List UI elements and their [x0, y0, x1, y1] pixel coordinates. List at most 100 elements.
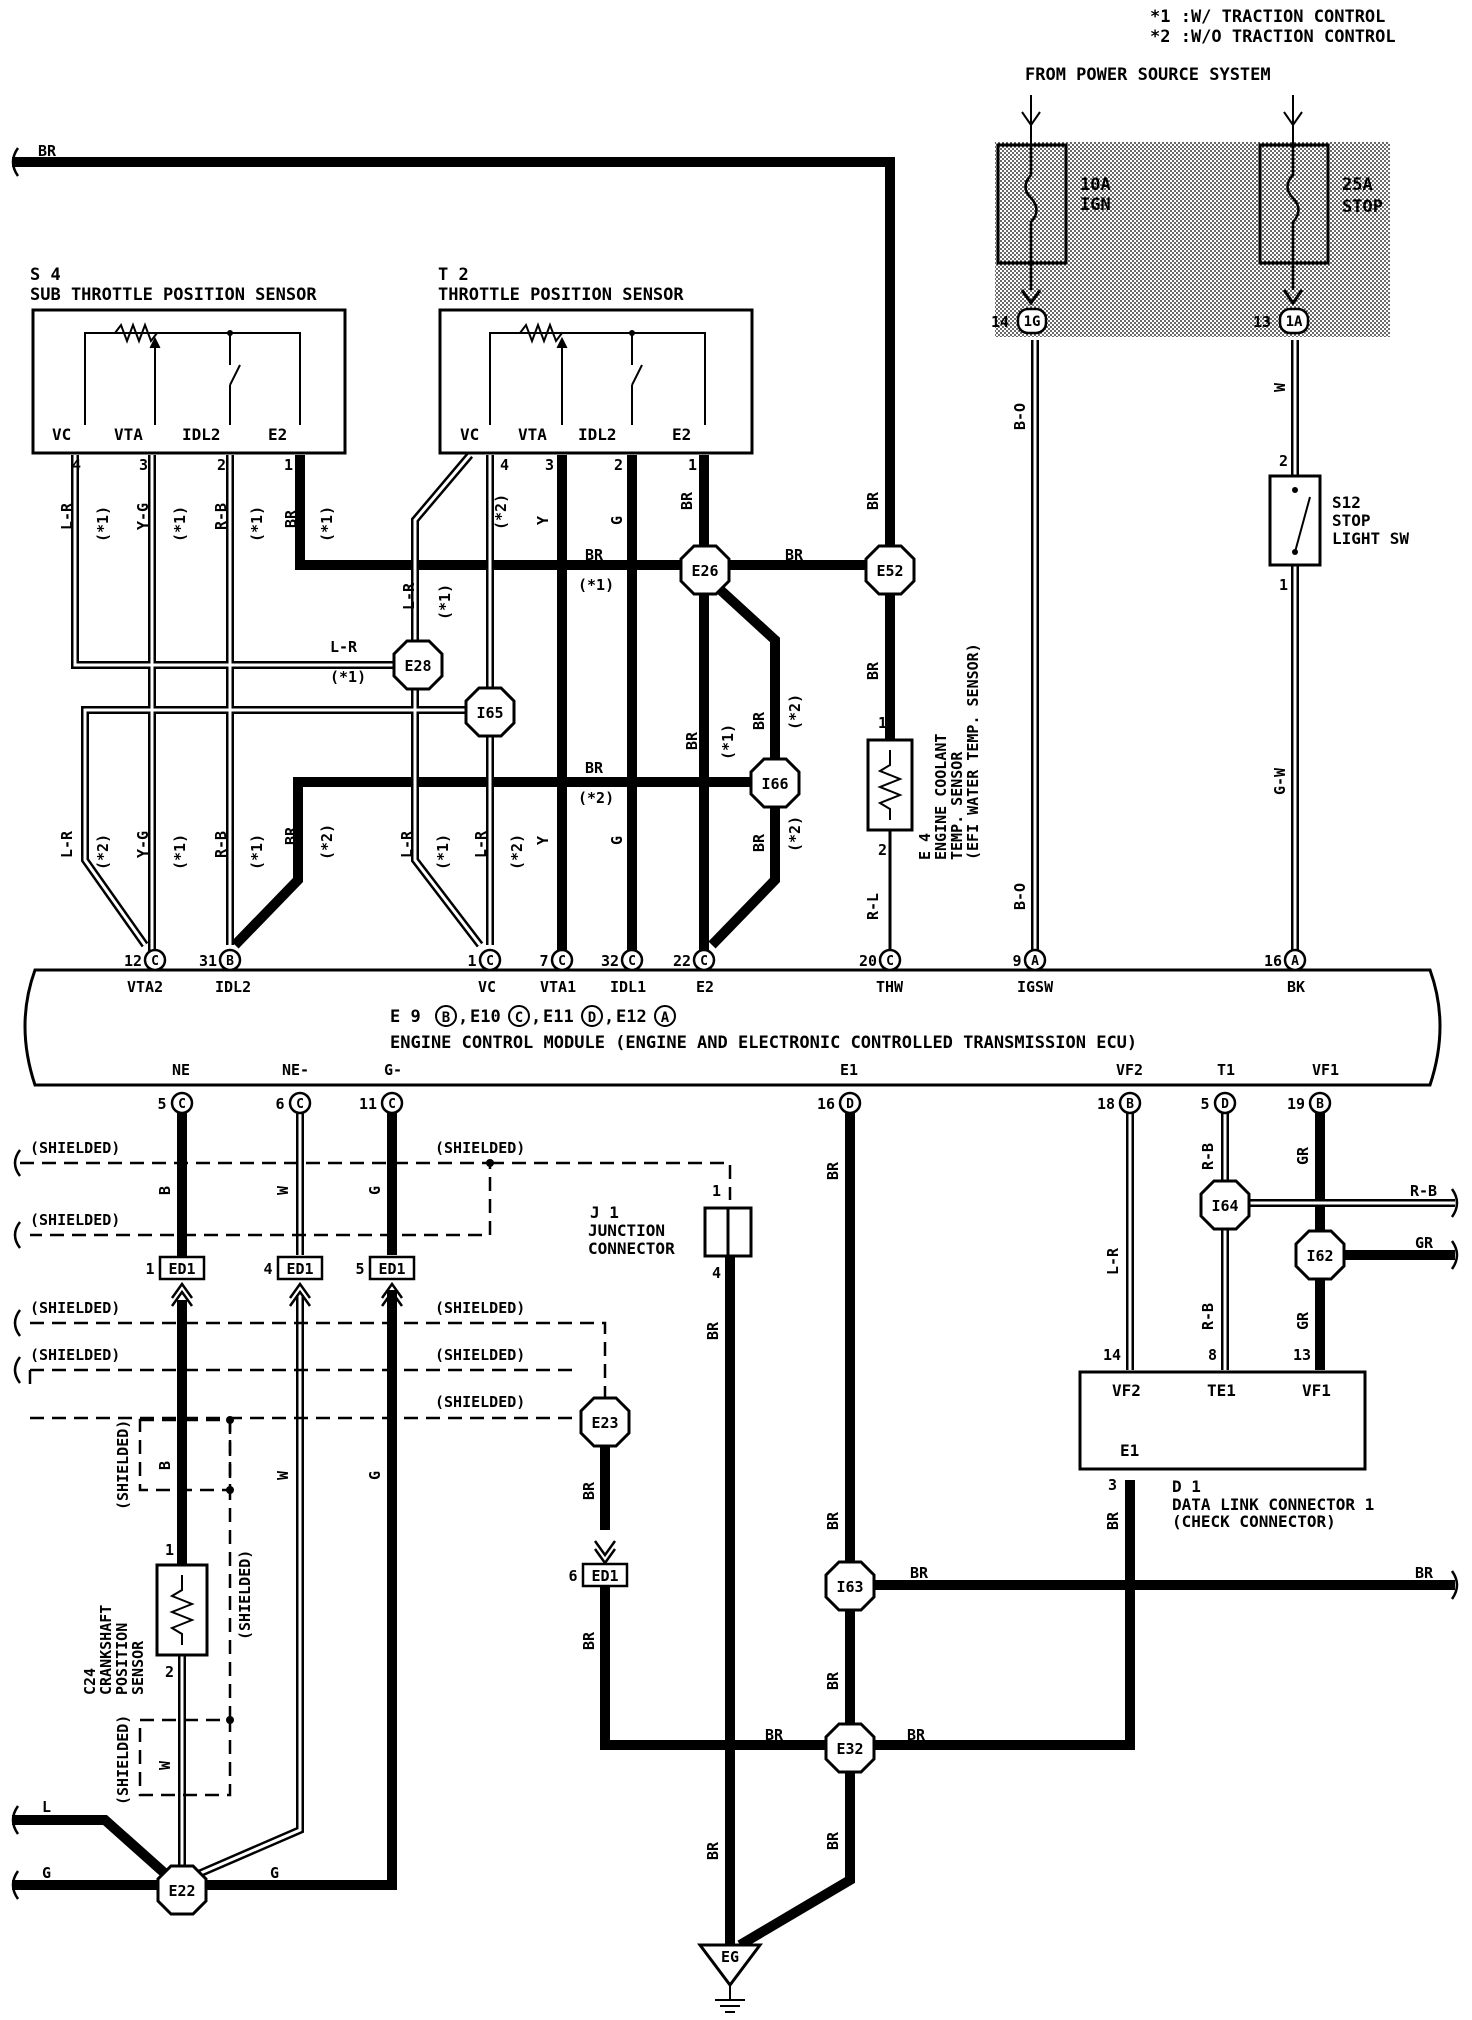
ecm-pin-label: THW [876, 978, 904, 996]
d1-line1: DATA LINK CONNECTOR 1 [1172, 1495, 1374, 1514]
ecm-conn-e12: E12 [616, 1007, 647, 1027]
wire-variant-label: (*1) [171, 834, 189, 870]
junction-label: I65 [476, 704, 503, 722]
wire-label: BR [1415, 1564, 1434, 1582]
wire-label: G [366, 1186, 384, 1195]
wire-label: BR [683, 731, 701, 750]
ecm-pin-code: C [151, 954, 159, 969]
d1-pin-num: 14 [1103, 1346, 1121, 1364]
connector-ed1-pin1: ED1 1 [145, 1255, 206, 1307]
wire-variant-label: (*1) [248, 834, 266, 870]
d1-pin-label: VF2 [1112, 1381, 1141, 1400]
s4-name: SUB THROTTLE POSITION SENSOR [30, 285, 317, 305]
wire-label: Y [534, 836, 552, 845]
ecm-pin-code: C [178, 1097, 186, 1112]
d1-pin-num: 8 [1208, 1346, 1217, 1364]
ed1-code: ED1 [591, 1567, 618, 1585]
connector-1g-pin: 14 [991, 313, 1009, 331]
ecm-pin-label: VF1 [1312, 1061, 1339, 1079]
e4-line3: (EFI WATER TEMP. SENSOR) [964, 643, 982, 860]
connector-1a-code: 1A [1286, 314, 1303, 330]
t2-name: THROTTLE POSITION SENSOR [438, 285, 684, 305]
t2-pin-num: 1 [688, 456, 697, 474]
switch-icon [631, 364, 643, 386]
wire-labels: BR BR BR BR L-R R-B GR BR BR BR BR L G G… [38, 142, 1437, 1882]
ecm-pin-code: B [1316, 1097, 1324, 1112]
ecm-pin-vf1: VF1 B 19 [1287, 1061, 1339, 1115]
wire-label: BR [1104, 1511, 1122, 1530]
wire-label: L-R [58, 830, 76, 858]
wire-label: GR [1294, 1146, 1312, 1165]
j1-code: J 1 [590, 1203, 619, 1222]
d1-code: D 1 [1172, 1477, 1201, 1496]
s4-pin-e2: E2 [268, 425, 287, 444]
ecm-pin-num: 16 [1264, 952, 1282, 970]
connector-ed1-pin4: ED1 4 [263, 1255, 324, 1307]
junction-i66: I66 [749, 757, 801, 809]
e4-pin2: 2 [878, 841, 887, 859]
sensor-t2: T 2 THROTTLE POSITION SENSOR VC VTA IDL2… [438, 265, 754, 474]
ecm-conn-sep: , [604, 1007, 614, 1027]
wire-label: W [156, 1760, 174, 1770]
wire-label: G [42, 1864, 51, 1882]
ecm-pin-code: C [558, 954, 566, 969]
ecm-pin-label: VTA1 [540, 978, 576, 996]
wire-variant-label: (*1) [171, 506, 189, 542]
t2-pin-e2: E2 [672, 425, 691, 444]
notes-legend: *1 :W/ TRACTION CONTROL *2 :W/O TRACTION… [1150, 7, 1396, 47]
chevron-up-icon [288, 1281, 312, 1299]
ecm-pin-e1: E1 D 16 [817, 1061, 862, 1115]
ecm-bottom-pins: NE C 5 NE- C 6 G- C 11 E1 D 16 [157, 1061, 1339, 1115]
ed1-code: ED1 [286, 1260, 313, 1278]
junction-label: E26 [691, 562, 718, 580]
ecm-pin-label: IDL1 [610, 978, 646, 996]
wire-br-top [12, 157, 895, 555]
ecm-pin-thw: C 20 THW [859, 948, 904, 996]
wire-label: BR [704, 1321, 722, 1340]
data-link-connector-d1: 14 8 13 VF2 TE1 VF1 E1 3 D 1 DATA LINK C… [1078, 1346, 1374, 1531]
ecm-pin-code: C [296, 1097, 304, 1112]
ecm-pin-code: B [1126, 1097, 1134, 1112]
ecm-pin-code: D [1221, 1097, 1229, 1112]
wire-label: G [608, 516, 626, 525]
j1-line1: JUNCTION [588, 1221, 665, 1240]
wire-label: BR [585, 759, 604, 777]
wire-br-i66-e2 [708, 805, 780, 949]
ecm-conn-e12-code: A [661, 1010, 670, 1026]
wire-br-e32-ed1 [600, 1580, 830, 1750]
ecm-pin-num: 5 [157, 1095, 166, 1113]
junction-label: I64 [1211, 1197, 1238, 1215]
junction-e26: E26 [679, 544, 731, 596]
ecm-pin-num: 16 [817, 1095, 835, 1113]
ecm-pin-bk: A 16 BK [1264, 948, 1307, 996]
t2-pin-vta: VTA [518, 425, 547, 444]
fuse-icon [1024, 145, 1038, 290]
shielded-label: (SHIELDED) [435, 1139, 525, 1157]
ed1-pin: 4 [263, 1260, 272, 1278]
ecm-pin-num: 31 [199, 952, 217, 970]
ecm-conn-e10: E10 [470, 1007, 501, 1027]
s4-pin-vta: VTA [114, 425, 143, 444]
e4-code: E 4 [916, 833, 934, 860]
ed1-pin: 6 [568, 1567, 577, 1585]
power-source-label: FROM POWER SOURCE SYSTEM [1025, 65, 1271, 85]
junction-label: E23 [591, 1414, 618, 1432]
c24-pin1: 1 [165, 1541, 174, 1559]
wire-label: B [156, 1461, 174, 1470]
wire-label: R-B [1199, 1303, 1217, 1330]
wire-label: BR [580, 1631, 598, 1650]
t2-code: T 2 [438, 265, 469, 285]
wire-label: L [42, 1798, 51, 1816]
junction-i63: I63 [824, 1560, 876, 1612]
e4-line1: ENGINE COOLANT [932, 734, 950, 860]
ecm-pin-code: B [226, 954, 234, 969]
power-source-shaded-area [995, 142, 1390, 337]
resistor-icon [114, 322, 158, 344]
junction-label: I62 [1306, 1247, 1333, 1265]
connector-1g-code: 1G [1024, 314, 1041, 330]
wire-label: Y-G [134, 503, 152, 530]
shielded-label: (SHIELDED) [435, 1299, 525, 1317]
chevron-up-icon [170, 1281, 194, 1299]
fuse1-rating: 10A [1080, 175, 1111, 195]
e4-line2: TEMP. SENSOR [948, 751, 966, 860]
